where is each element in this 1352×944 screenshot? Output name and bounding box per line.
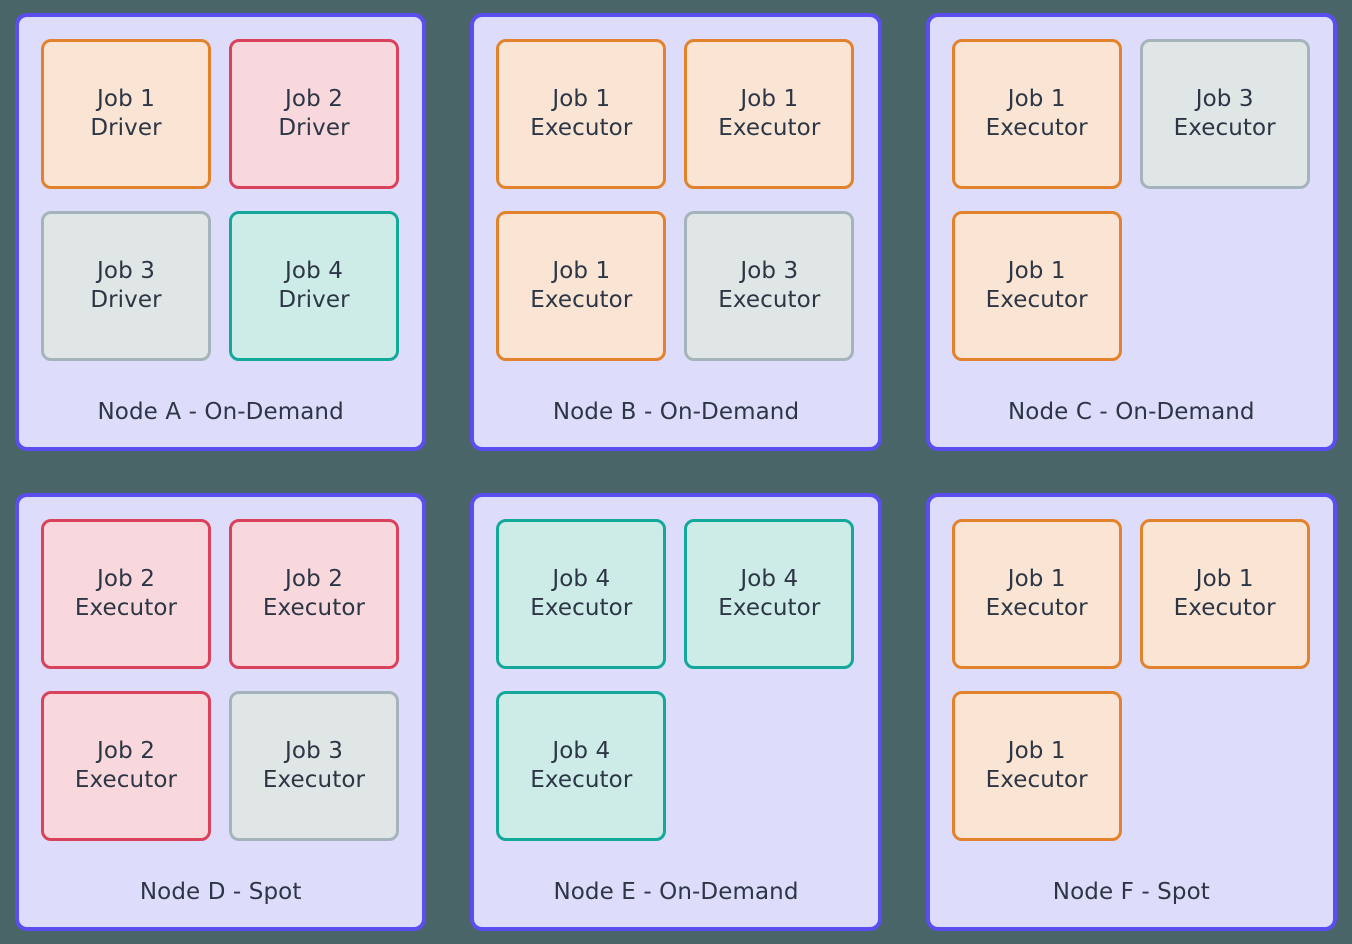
- job-card[interactable]: Job 1 Executor: [951, 211, 1122, 361]
- job-name: Job 3: [1195, 85, 1254, 112]
- job-name: Job 1: [552, 85, 611, 112]
- job-role: Executor: [262, 595, 366, 621]
- node-label: Node F - Spot: [1052, 879, 1210, 905]
- job-card[interactable]: Job 1 Executor: [496, 39, 667, 189]
- job-card[interactable]: Job 3 Executor: [684, 211, 855, 361]
- job-name: Job 2: [285, 565, 343, 592]
- job-role: Executor: [1173, 595, 1276, 621]
- node-label: Node C - On-Demand: [1008, 399, 1255, 425]
- job-card[interactable]: Job 1 Driver: [41, 39, 211, 189]
- job-role: Executor: [530, 115, 633, 141]
- job-role: Executor: [262, 767, 366, 793]
- job-card[interactable]: Job 4 Executor: [684, 519, 855, 669]
- job-card[interactable]: Job 3 Executor: [229, 691, 399, 841]
- job-name: Job 2: [97, 737, 155, 764]
- job-role: Executor: [985, 115, 1088, 141]
- job-role: Executor: [718, 595, 821, 621]
- job-name: Job 4: [740, 565, 799, 592]
- node-label: Node B - On-Demand: [552, 399, 800, 425]
- job-name: Job 3: [97, 257, 155, 284]
- job-name: Job 1: [1195, 565, 1254, 592]
- job-card[interactable]: Job 1 Executor: [951, 519, 1122, 669]
- job-role: Executor: [530, 287, 633, 313]
- job-role: Driver: [90, 115, 162, 141]
- job-card[interactable]: Job 1 Executor: [951, 691, 1122, 841]
- node-label: Node E - On-Demand: [553, 879, 799, 905]
- job-card[interactable]: Job 1 Executor: [684, 39, 855, 189]
- job-card[interactable]: Job 2 Driver: [229, 39, 399, 189]
- job-name: Job 1: [552, 257, 611, 284]
- job-name: Job 1: [97, 85, 155, 112]
- job-name: Job 1: [1007, 257, 1066, 284]
- job-name: Job 2: [97, 565, 155, 592]
- job-role: Executor: [718, 287, 821, 313]
- job-name: Job 2: [285, 85, 343, 112]
- job-card[interactable]: Job 3 Driver: [41, 211, 211, 361]
- node-label: Node A - On-Demand: [97, 399, 344, 425]
- job-card[interactable]: Job 4 Driver: [229, 211, 399, 361]
- job-role: Executor: [530, 595, 633, 621]
- job-role: Executor: [74, 767, 178, 793]
- job-role: Executor: [530, 767, 633, 793]
- job-role: Executor: [718, 115, 821, 141]
- job-role: Driver: [278, 115, 350, 141]
- job-name: Job 4: [552, 565, 611, 592]
- job-card[interactable]: Job 2 Executor: [41, 519, 211, 669]
- job-card[interactable]: Job 1 Executor: [496, 211, 667, 361]
- job-role: Executor: [985, 287, 1088, 313]
- job-card[interactable]: Job 1 Executor: [951, 39, 1122, 189]
- job-role: Driver: [90, 287, 162, 313]
- node-label: Node D - Spot: [139, 879, 302, 905]
- job-name: Job 3: [740, 257, 799, 284]
- job-card[interactable]: Job 2 Executor: [229, 519, 399, 669]
- job-name: Job 4: [552, 737, 611, 764]
- job-card[interactable]: Job 1 Executor: [1139, 519, 1310, 669]
- job-role: Executor: [74, 595, 178, 621]
- job-name: Job 3: [285, 737, 343, 764]
- job-role: Executor: [985, 767, 1088, 793]
- job-name: Job 4: [285, 257, 343, 284]
- job-card[interactable]: Job 2 Executor: [41, 691, 211, 841]
- job-name: Job 1: [1007, 565, 1066, 592]
- job-card[interactable]: Job 3 Executor: [1139, 39, 1310, 189]
- job-role: Driver: [278, 287, 350, 313]
- job-card[interactable]: Job 4 Executor: [496, 691, 667, 841]
- job-role: Executor: [985, 595, 1088, 621]
- job-name: Job 1: [1007, 85, 1066, 112]
- job-name: Job 1: [740, 85, 799, 112]
- job-name: Job 1: [1007, 737, 1066, 764]
- job-card[interactable]: Job 4 Executor: [496, 519, 667, 669]
- job-role: Executor: [1173, 115, 1276, 141]
